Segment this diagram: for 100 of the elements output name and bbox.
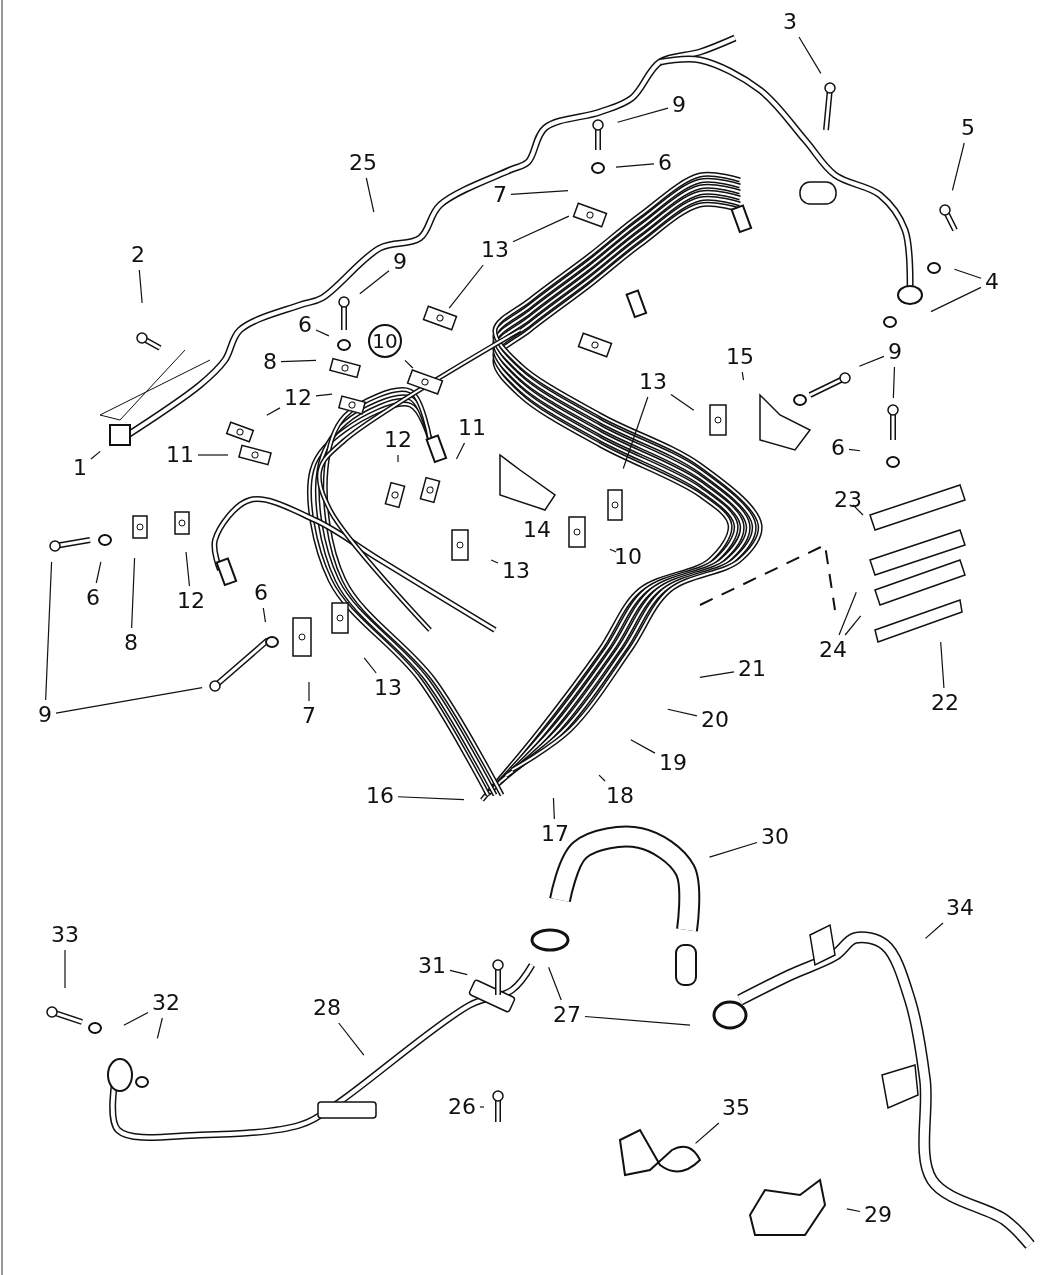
leader-line [844, 615, 862, 636]
leader-line [45, 561, 53, 701]
leader-line [479, 1106, 485, 1108]
callout-number: 13 [373, 676, 403, 700]
callout-number: 8 [123, 631, 139, 655]
callout-number: 15 [725, 345, 755, 369]
leader-line [630, 739, 656, 754]
callout-number: 12 [383, 428, 413, 452]
callout-number: 22 [930, 691, 960, 715]
leader-line [858, 355, 885, 367]
leader-line [609, 548, 617, 553]
leader-line [448, 264, 484, 309]
callout-number: 30 [760, 825, 790, 849]
leader-line [852, 504, 864, 516]
callout-number: 8 [262, 350, 278, 374]
leader-line [951, 142, 965, 191]
callout-number: 1 [72, 456, 88, 480]
callout-number: 19 [658, 751, 688, 775]
callout-number: 13 [501, 559, 531, 583]
leader-line [940, 641, 945, 689]
callout-number: 10 [613, 545, 643, 569]
callout-number: 6 [297, 313, 313, 337]
callout-number: 4 [984, 270, 1000, 294]
callout-number: 10 [368, 324, 402, 358]
leader-line [598, 774, 606, 782]
leader-line [667, 708, 698, 717]
leader-line [262, 607, 267, 623]
leader-line [552, 797, 555, 820]
callout-number: 33 [50, 923, 80, 947]
callout-number: 9 [37, 703, 53, 727]
callout-number: 2 [130, 243, 146, 267]
leader-line [510, 190, 569, 195]
leader-line [892, 366, 896, 399]
leader-line [455, 442, 466, 460]
leader-line [397, 454, 399, 463]
leader-line [315, 393, 333, 397]
leader-line [846, 1208, 861, 1213]
callout-number: 11 [457, 416, 487, 440]
leader-line [615, 163, 655, 168]
callout-number: 9 [887, 340, 903, 364]
leader-line [699, 671, 735, 678]
callout-number: 17 [540, 822, 570, 846]
callout-number: 6 [85, 586, 101, 610]
callout-number: 14 [522, 518, 552, 542]
leader-line [798, 36, 822, 75]
leader-line [156, 1017, 163, 1039]
leader-line [185, 551, 191, 587]
callout-number: 20 [700, 708, 730, 732]
leader-line [280, 359, 317, 363]
callout-number: 27 [552, 1003, 582, 1027]
leader-line [365, 177, 375, 213]
callout-number: 7 [492, 183, 508, 207]
callout-number: 6 [253, 581, 269, 605]
callout-number: 11 [165, 443, 195, 467]
leader-line [848, 448, 861, 452]
callout-number: 25 [348, 151, 378, 175]
callout-number: 13 [480, 238, 510, 262]
leader-line [90, 450, 101, 460]
callout-number: 29 [863, 1203, 893, 1227]
leader-line [404, 359, 414, 369]
callout-number: 34 [945, 896, 975, 920]
callout-number: 6 [657, 151, 673, 175]
leader-line [359, 270, 390, 295]
leader-line [363, 657, 377, 674]
leader-line [123, 1011, 149, 1026]
callout-number: 5 [960, 116, 976, 140]
leader-line [197, 454, 229, 456]
leader-line [138, 269, 143, 304]
callout-number: 23 [833, 488, 863, 512]
leader-line [490, 559, 499, 564]
leader-line [308, 681, 310, 702]
leader-line [95, 561, 102, 584]
callout-number: 31 [417, 954, 447, 978]
leader-line [953, 268, 982, 279]
callout-number: 28 [312, 996, 342, 1020]
leader-line [708, 841, 758, 858]
leader-line [924, 922, 944, 939]
leader-line [55, 687, 203, 714]
leader-line [622, 396, 649, 470]
leader-line [584, 1015, 691, 1026]
callout-number: 24 [818, 638, 848, 662]
callout-number: 13 [638, 370, 668, 394]
callout-number: 7 [301, 704, 317, 728]
callout-number: 9 [671, 93, 687, 117]
callout-number: 35 [721, 1096, 751, 1120]
leader-line [315, 329, 330, 337]
leader-line [397, 796, 465, 801]
leader-line [741, 371, 745, 381]
leader-line [64, 949, 66, 989]
leader-line [670, 393, 695, 411]
leader-line [694, 1122, 720, 1144]
callout-number: 3 [782, 10, 798, 34]
leader-line [548, 966, 562, 1001]
callout-number: 16 [365, 784, 395, 808]
leader-line [838, 591, 857, 636]
callout-number: 18 [605, 784, 635, 808]
leader-line [338, 1022, 365, 1056]
leader-line [930, 286, 982, 313]
callout-number: 6 [830, 436, 846, 460]
callout-number: 12 [283, 386, 313, 410]
